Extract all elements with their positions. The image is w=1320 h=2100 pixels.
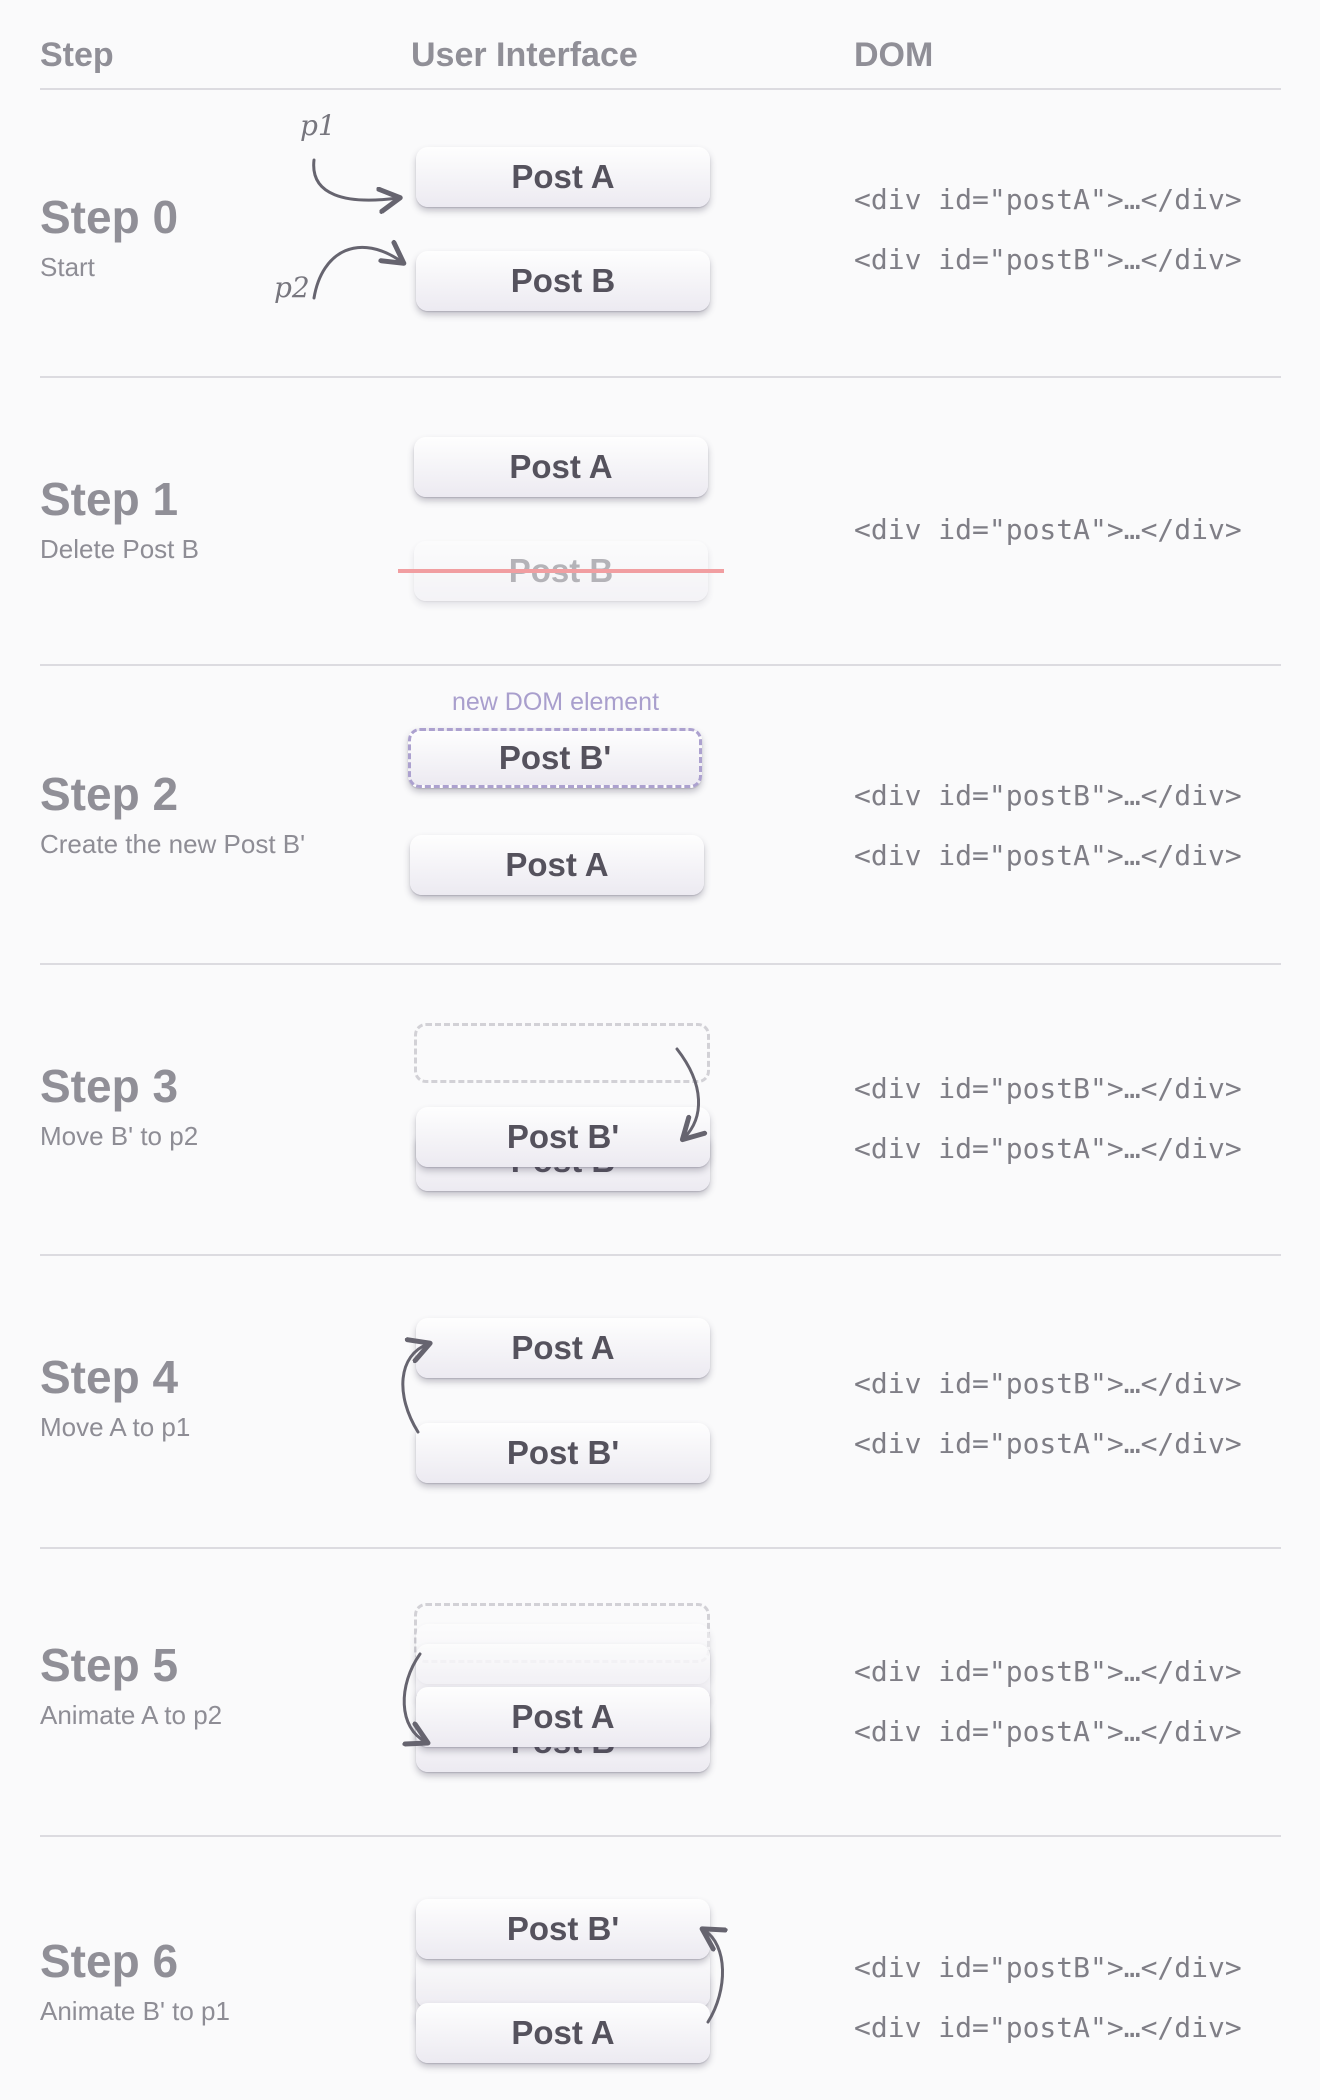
step-0-dom-line-1: <div id="postA">…</div> [854, 183, 1242, 216]
p1-label: p1 [300, 109, 336, 142]
step-3-dom-line-2: <div id="postA">…</div> [854, 1132, 1242, 1165]
curved-arrow-icon [312, 247, 402, 300]
step-5-card-post-a: Post A [416, 1687, 710, 1747]
new-dom-element-note: new DOM element [452, 688, 660, 716]
step-2-title: Step 2 [40, 768, 179, 820]
step-divider [40, 1835, 1281, 1837]
step-divider [40, 664, 1281, 666]
step-4-subtitle: Move A to p1 [40, 1412, 191, 1442]
step-2-dom-line-1: <div id="postB">…</div> [854, 779, 1242, 812]
column-header-dom: DOM [854, 36, 934, 74]
step-0-dom-line-2: <div id="postB">…</div> [854, 243, 1242, 276]
step-0-title: Step 0 [40, 191, 179, 243]
step-2-card-post-b-prime: Post B' [408, 728, 702, 788]
step-0-subtitle: Start [40, 252, 95, 282]
step-1-dom-line-1: <div id="postA">…</div> [854, 513, 1242, 546]
step-divider [40, 1547, 1281, 1549]
step-0-card-post-b: Post B [416, 251, 710, 311]
step-5-dom-line-2: <div id="postA">…</div> [854, 1715, 1242, 1748]
step-1-card-post-b-deleted: Post B [414, 541, 708, 601]
step-6-subtitle: Animate B' to p1 [40, 1996, 230, 2026]
step-4-title: Step 4 [40, 1351, 179, 1403]
header-divider [40, 88, 1281, 90]
step-divider [40, 1254, 1281, 1256]
step-6-dom-line-2: <div id="postA">…</div> [854, 2011, 1242, 2044]
step-3-subtitle: Move B' to p2 [40, 1121, 199, 1151]
column-header-ui: User Interface [411, 36, 638, 74]
step-1-card-post-a: Post A [414, 437, 708, 497]
step-divider [40, 376, 1281, 378]
step-3-empty-slot-p1 [414, 1023, 710, 1083]
step-0-card-post-a: Post A [416, 147, 710, 207]
step-6-title: Step 6 [40, 1935, 179, 1987]
step-3-dom-line-1: <div id="postB">…</div> [854, 1072, 1242, 1105]
step-6-dom-line-1: <div id="postB">…</div> [854, 1951, 1242, 1984]
step-6-card-post-a: Post A [416, 2003, 710, 2063]
step-6-card-post-b-prime: Post B' [416, 1899, 710, 1959]
step-5-title: Step 5 [40, 1639, 179, 1691]
step-4-card-post-a: Post A [416, 1318, 710, 1378]
step-2-subtitle: Create the new Post B' [40, 829, 306, 859]
step-5-dom-line-1: <div id="postB">…</div> [854, 1655, 1242, 1688]
step-4-dom-line-1: <div id="postB">…</div> [854, 1367, 1242, 1400]
step-2-dom-line-2: <div id="postA">…</div> [854, 839, 1242, 872]
step-4-card-post-b-prime: Post B' [416, 1423, 710, 1483]
step-1-title: Step 1 [40, 473, 179, 525]
step-4-dom-line-2: <div id="postA">…</div> [854, 1427, 1242, 1460]
step-divider [40, 963, 1281, 965]
curved-arrow-icon [312, 158, 398, 200]
p2-label: p2 [274, 271, 310, 304]
column-header-step: Step [40, 36, 114, 74]
step-1-subtitle: Delete Post B [40, 534, 199, 564]
step-2-card-post-a: Post A [410, 835, 704, 895]
step-5-subtitle: Animate A to p2 [40, 1700, 223, 1730]
step-3-card-post-b-prime: Post B' [416, 1107, 710, 1167]
step-3-title: Step 3 [40, 1060, 179, 1112]
